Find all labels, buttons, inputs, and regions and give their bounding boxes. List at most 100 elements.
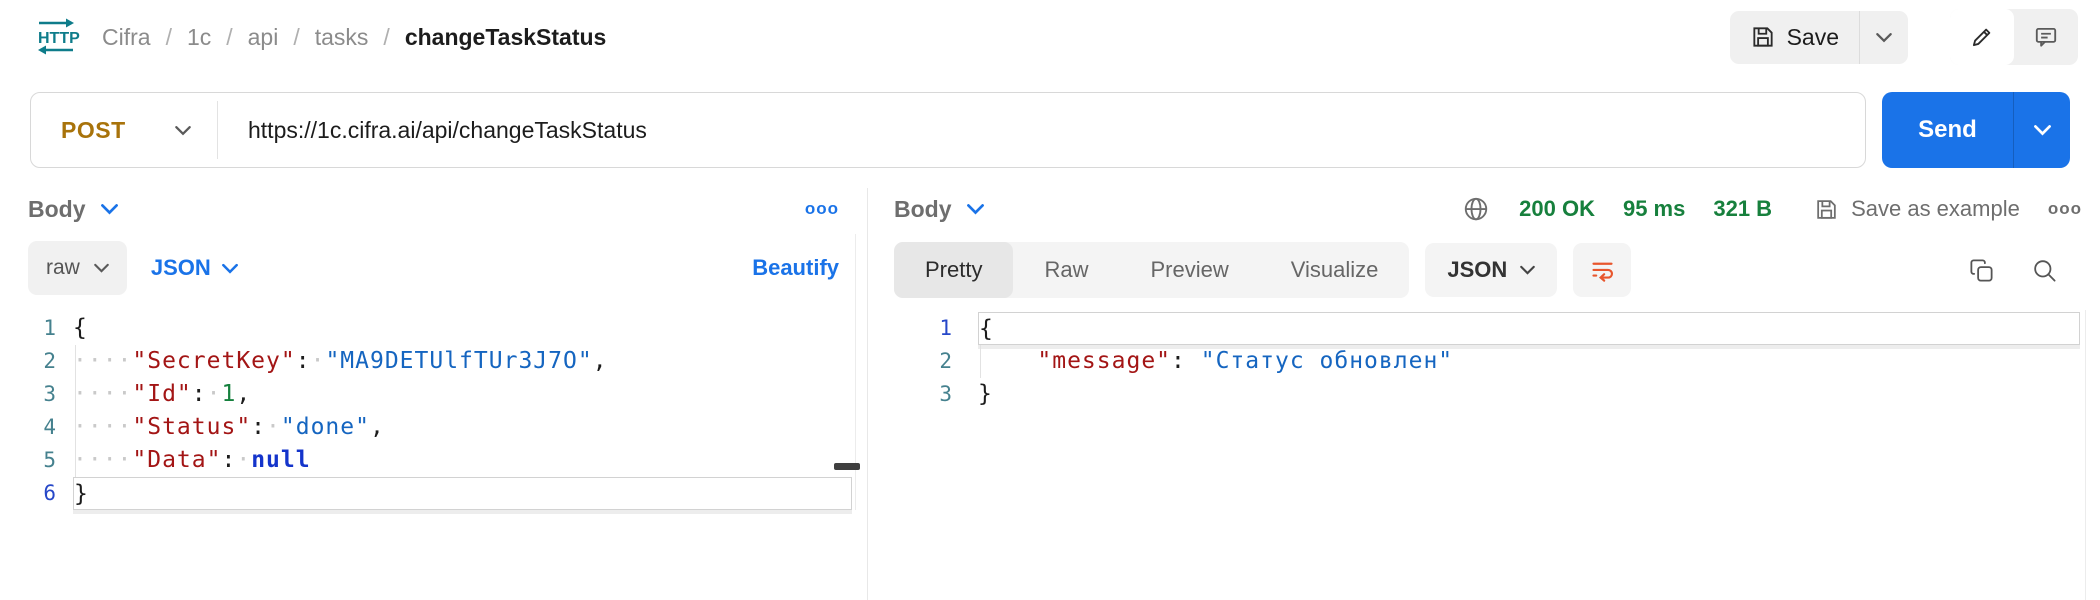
pencil-icon: [1969, 24, 1995, 50]
comment-icon: [2033, 24, 2059, 50]
code-line-content[interactable]: ····"SecretKey":·"MA9DETUlfTUr3J7O",: [73, 345, 852, 378]
method-label: POST: [61, 116, 126, 143]
editor-scrollbar-thumb[interactable]: [834, 463, 860, 470]
code-line[interactable]: 4 ····"Status":·"done",: [28, 411, 852, 444]
response-time[interactable]: 95 ms: [1622, 196, 1686, 221]
method-url-divider: [217, 101, 218, 159]
response-language-label: JSON: [1447, 257, 1508, 282]
code-line[interactable]: 3····"Id":·1,: [28, 378, 852, 411]
request-body-panel: Body ooo raw JSON: [0, 188, 868, 600]
body-format-dropdown[interactable]: raw: [28, 241, 127, 295]
code-line[interactable]: 2 ····"SecretKey":·"MA9DETUlfTUr3J7O",: [28, 345, 852, 378]
tab-pretty[interactable]: Pretty: [894, 242, 1014, 298]
chevron-down-icon: [175, 125, 191, 136]
breadcrumb-separator: /: [226, 23, 233, 50]
http-method-icon: HTTP: [30, 15, 82, 59]
chevron-down-icon: [2033, 124, 2051, 136]
code-line-content[interactable]: ····"Id":·1,: [73, 378, 852, 411]
copy-icon[interactable]: [1968, 257, 1995, 284]
code-line[interactable]: 6}: [28, 477, 852, 510]
method-selector[interactable]: POST: [31, 117, 191, 144]
chevron-down-icon: [94, 263, 109, 273]
chevron-down-icon: [1520, 265, 1536, 275]
code-line[interactable]: 3}: [894, 378, 2080, 411]
save-split-button: Save: [1729, 10, 1908, 64]
top-bar: HTTP Cifra / 1c / api / tasks / changeTa…: [0, 0, 2100, 74]
line-number: 3: [939, 382, 952, 406]
line-number: 1: [43, 316, 56, 340]
code-line-content[interactable]: }: [73, 477, 852, 510]
request-more-options-icon[interactable]: ooo: [804, 199, 839, 218]
response-panel: Body 200 OK 95 ms 321 B: [868, 188, 2100, 600]
save-button[interactable]: Save: [1730, 11, 1859, 64]
code-line[interactable]: 1{: [894, 312, 2080, 345]
request-url-box: POST https://1c.cifra.ai/api/changeTaskS…: [30, 92, 1866, 168]
request-body-section-label: Body: [28, 195, 86, 222]
floppy-icon: [1750, 24, 1776, 50]
search-icon[interactable]: [2031, 257, 2058, 284]
breadcrumb-separator: /: [293, 23, 300, 50]
chevron-down-icon: [221, 263, 238, 274]
line-number: 1: [939, 316, 952, 340]
line-number: 2: [939, 349, 952, 373]
send-options-button[interactable]: [2014, 92, 2070, 168]
breadcrumb-item[interactable]: 1c: [186, 23, 212, 50]
save-as-example-label: Save as example: [1851, 196, 2020, 221]
save-as-example-button[interactable]: Save as example: [1814, 196, 2020, 222]
url-input[interactable]: https://1c.cifra.ai/api/changeTaskStatus: [248, 116, 647, 143]
comments-button[interactable]: [2014, 9, 2078, 65]
code-line[interactable]: 5 ····"Data":·null: [28, 444, 852, 477]
line-number: 4: [43, 415, 56, 439]
request-body-editor[interactable]: 1{2····"SecretKey":·"MA9DETUlfTUr3J7O",3…: [28, 312, 852, 510]
response-body-editor[interactable]: 1{2 "message": "Статус обновлен"3}: [894, 312, 2080, 411]
save-options-button[interactable]: [1860, 11, 1908, 64]
request-response-panels: Body ooo raw JSON: [0, 188, 2100, 600]
request-language-label: JSON: [150, 255, 211, 280]
editor-scrollbar-track: [855, 234, 856, 510]
breadcrumb-item[interactable]: tasks: [314, 23, 369, 50]
chevron-down-icon[interactable]: [966, 203, 984, 215]
line-number: 5: [43, 448, 56, 472]
breadcrumb-item[interactable]: api: [247, 23, 279, 50]
breadcrumb-separator: /: [165, 23, 172, 50]
breadcrumb-current-request[interactable]: changeTaskStatus: [404, 23, 607, 50]
svg-text:HTTP: HTTP: [38, 30, 80, 47]
tab-raw[interactable]: Raw: [1044, 257, 1089, 282]
code-line[interactable]: 1{: [28, 312, 852, 345]
code-line-content[interactable]: {: [978, 312, 2080, 345]
code-line-content[interactable]: {: [73, 315, 88, 341]
code-line-content[interactable]: }: [978, 381, 993, 407]
edit-comment-toggle: [1950, 9, 2078, 65]
request-url-row: POST https://1c.cifra.ai/api/changeTaskS…: [30, 92, 2070, 168]
chevron-down-icon: [1876, 32, 1892, 43]
response-scrollbar-track: [2085, 310, 2086, 600]
globe-icon[interactable]: [1461, 194, 1491, 224]
beautify-link[interactable]: Beautify: [752, 255, 839, 280]
response-more-options-icon[interactable]: ooo: [2047, 199, 2082, 218]
floppy-icon: [1814, 197, 1839, 222]
response-language-dropdown[interactable]: JSON: [1425, 243, 1558, 297]
response-status-code[interactable]: 200 OK: [1519, 196, 1595, 221]
code-line-content[interactable]: ····"Status":·"done",: [73, 411, 852, 444]
wrap-lines-toggle[interactable]: [1573, 243, 1632, 297]
breadcrumb-item[interactable]: Cifra: [102, 23, 151, 50]
tab-visualize[interactable]: Visualize: [1290, 257, 1379, 282]
send-button[interactable]: Send: [1918, 116, 1977, 143]
save-button-label: Save: [1786, 23, 1839, 50]
chevron-down-icon[interactable]: [100, 203, 118, 215]
tab-preview[interactable]: Preview: [1150, 257, 1229, 282]
line-number: 2: [43, 349, 56, 373]
wrap-lines-icon: [1589, 257, 1616, 284]
send-divider: [2013, 92, 2014, 168]
code-line-content[interactable]: ····"Data":·null: [73, 444, 852, 477]
response-meta: 200 OK 95 ms 321 B Save as example: [1461, 194, 2082, 224]
breadcrumb-separator: /: [383, 23, 390, 50]
save-divider: [1859, 10, 1860, 64]
request-language-dropdown[interactable]: JSON: [151, 255, 238, 281]
edit-mode-button[interactable]: [1950, 9, 2014, 65]
code-line-content[interactable]: "message": "Статус обновлен": [978, 345, 2080, 378]
response-size[interactable]: 321 B: [1713, 196, 1773, 221]
code-line[interactable]: 2 "message": "Статус обновлен": [894, 345, 2080, 378]
response-body-section-label: Body: [894, 195, 952, 222]
